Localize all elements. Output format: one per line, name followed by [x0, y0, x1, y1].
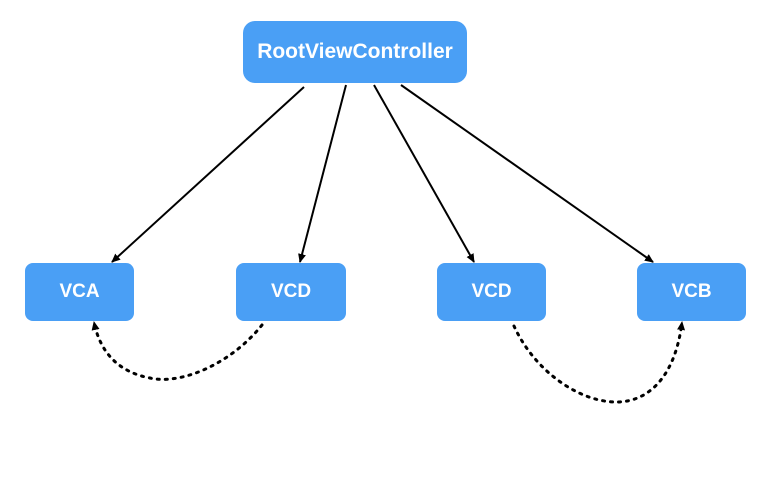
vcb-node: VCB	[637, 263, 746, 321]
root-view-controller-node: RootViewController	[243, 21, 467, 83]
vcd-node-2: VCD	[437, 263, 546, 321]
node-label: VCD	[270, 281, 312, 302]
edge-vcd-1-to-vca-dotted	[91, 320, 264, 381]
edge-root-to-vca	[111, 86, 305, 263]
node-label: VCB	[671, 281, 712, 302]
edge-root-to-vcd-1	[298, 84, 347, 263]
edge-vcd-2-to-vcb-dotted	[512, 320, 686, 404]
node-label: VCD	[471, 281, 512, 302]
node-label: RootViewController	[257, 40, 453, 63]
vcd-node-1: VCD	[236, 263, 346, 321]
edge-root-to-vcb	[400, 84, 654, 263]
edge-root-to-vcd-2	[373, 84, 475, 263]
vca-node: VCA	[25, 263, 134, 321]
node-label: VCA	[59, 281, 100, 302]
